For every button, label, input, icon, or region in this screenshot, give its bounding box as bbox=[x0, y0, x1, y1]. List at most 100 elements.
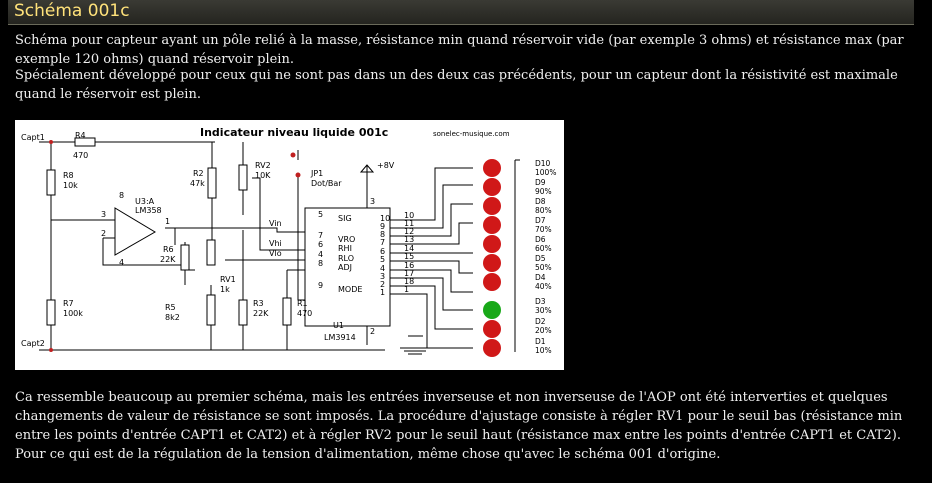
vhi-label: Vhi bbox=[269, 239, 282, 248]
pin-vro-label: VRO bbox=[338, 235, 355, 244]
r3-resistor bbox=[238, 299, 248, 326]
led-d7 bbox=[483, 216, 501, 234]
pin-right: 15 bbox=[404, 252, 414, 261]
led-d8 bbox=[483, 197, 501, 215]
title-bar: Schéma 001c bbox=[8, 0, 914, 25]
pin-right: 18 bbox=[404, 277, 414, 286]
r5-resistor bbox=[206, 294, 216, 326]
opamp-pin-vcc: 8 bbox=[119, 191, 124, 200]
pin-adj-label: ADJ bbox=[338, 263, 352, 272]
schematic-title: Indicateur niveau liquide 001c bbox=[200, 126, 388, 139]
led-pct: 60% bbox=[535, 244, 552, 253]
pin-left: 4 bbox=[318, 250, 323, 259]
led-pct: 20% bbox=[535, 326, 552, 335]
pin-inner: 1 bbox=[380, 288, 385, 297]
supply-arrow-icon bbox=[359, 164, 375, 173]
led-name: D3 bbox=[535, 297, 546, 306]
led-name: D10 bbox=[535, 159, 551, 168]
led-d10 bbox=[483, 159, 501, 177]
opamp-symbol bbox=[114, 207, 156, 256]
u1-value: LM3914 bbox=[324, 333, 356, 342]
led-d2 bbox=[483, 320, 501, 338]
led-d6 bbox=[483, 235, 501, 253]
page-title: Schéma 001c bbox=[14, 1, 130, 21]
pin-inner: 2 bbox=[380, 280, 385, 289]
led-name: D6 bbox=[535, 235, 546, 244]
led-name: D2 bbox=[535, 317, 546, 326]
resistors bbox=[46, 137, 292, 326]
opamp-pin-out: 1 bbox=[165, 217, 170, 226]
r5-label: R5 bbox=[165, 303, 176, 312]
intro-paragraph-2: Spécialement développé pour ceux qui ne … bbox=[15, 68, 898, 102]
outro-paragraph: Ca ressemble beaucoup au premier schéma,… bbox=[15, 390, 903, 462]
r2-resistor bbox=[207, 167, 217, 199]
u3-label: U3:A bbox=[135, 197, 155, 206]
ground-icon bbox=[400, 347, 430, 355]
led-d5 bbox=[483, 254, 501, 272]
r5-value: 8k2 bbox=[165, 313, 180, 322]
pin-left: 9 bbox=[318, 281, 323, 290]
junction-dots bbox=[49, 140, 301, 352]
rv1-value: 1k bbox=[220, 285, 230, 294]
pin-inner: 6 bbox=[380, 247, 385, 256]
rv2-resistor bbox=[238, 164, 248, 191]
r1-resistor bbox=[282, 297, 292, 326]
r4-label: R4 bbox=[75, 131, 86, 140]
led-pct: 10% bbox=[535, 346, 552, 355]
pin-inner: 5 bbox=[380, 255, 385, 264]
pin-inner: 3 bbox=[380, 272, 385, 281]
led-pct: 70% bbox=[535, 225, 552, 234]
r6-label: R6 bbox=[163, 245, 174, 254]
r3-value: 22K bbox=[253, 309, 269, 318]
pin-inner: 8 bbox=[380, 230, 385, 239]
r8-label: R8 bbox=[63, 171, 74, 180]
pin-inner: 7 bbox=[380, 238, 385, 247]
vin-label: Vin bbox=[269, 219, 282, 228]
r3-label: R3 bbox=[253, 299, 264, 308]
pin-left: 5 bbox=[318, 210, 323, 219]
lm3914-chip bbox=[304, 207, 391, 327]
r6-resistor bbox=[180, 244, 190, 271]
r1-value: 470 bbox=[297, 309, 312, 318]
opamp-pin-minus: 2 bbox=[101, 229, 106, 238]
r8-value: 10k bbox=[63, 181, 78, 190]
supply-label: +8V bbox=[377, 161, 395, 170]
r8-resistor bbox=[46, 169, 56, 196]
r7-label: R7 bbox=[63, 299, 74, 308]
led-d3 bbox=[483, 301, 501, 319]
opamp-pin-plus: 3 bbox=[101, 210, 106, 219]
r7-value: 100k bbox=[63, 309, 83, 318]
r4-value: 470 bbox=[73, 151, 88, 160]
pin-left: 7 bbox=[318, 231, 323, 240]
led-d1 bbox=[483, 339, 501, 357]
pin-inner: 10 bbox=[380, 214, 390, 223]
vlo-label: Vlo bbox=[269, 249, 282, 258]
led-name: D8 bbox=[535, 197, 546, 206]
pin-top: 3 bbox=[370, 197, 375, 206]
r7-resistor bbox=[46, 299, 56, 326]
schematic-image: Indicateur niveau liquide 001c sonelec-m… bbox=[15, 120, 564, 370]
led-name: D4 bbox=[535, 273, 546, 282]
led-name: D5 bbox=[535, 254, 546, 263]
pin-mode-label: MODE bbox=[338, 285, 362, 294]
r2-label: R2 bbox=[193, 169, 204, 178]
led-d4 bbox=[483, 273, 501, 291]
intro-paragraph-1: Schéma pour capteur ayant un pôle relié … bbox=[15, 33, 904, 67]
pin-left: 6 bbox=[318, 240, 323, 249]
pin-right: 1 bbox=[404, 285, 409, 294]
u1-label: U1 bbox=[333, 321, 344, 330]
led-pct: 30% bbox=[535, 306, 552, 315]
wires bbox=[39, 141, 520, 352]
pin-inner: 4 bbox=[380, 264, 385, 273]
schematic-site: sonelec-musique.com bbox=[433, 130, 510, 138]
opamp-pin-gnd: 4 bbox=[119, 258, 124, 267]
pin-rlo-label: RLO bbox=[338, 254, 354, 263]
led-name: D7 bbox=[535, 216, 546, 225]
led-pct: 80% bbox=[535, 206, 552, 215]
rv2-label: RV2 bbox=[255, 161, 271, 170]
led-pct: 100% bbox=[535, 168, 556, 177]
led-pct: 50% bbox=[535, 263, 552, 272]
r6-value: 22K bbox=[160, 255, 176, 264]
r4-resistor bbox=[74, 137, 96, 147]
rv2-value: 10K bbox=[255, 171, 271, 180]
